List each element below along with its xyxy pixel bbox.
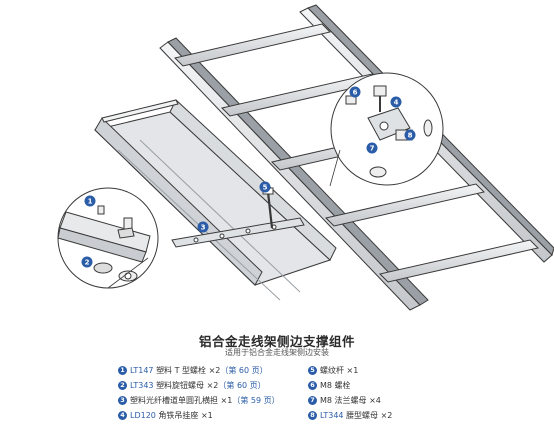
callout-badge-4: 4 — [390, 96, 402, 108]
part-number-badge: 1 — [118, 366, 127, 375]
part-name: 腰型螺母 ×2 — [346, 411, 393, 420]
part-number-badge: 7 — [308, 396, 317, 405]
part-name: 塑料光纤槽道单圆孔横担 ×1 — [130, 396, 233, 405]
callout-badge-8: 8 — [404, 129, 416, 141]
assembly-illustration: 1 2 3 4 5 6 7 8 — [57, 4, 554, 311]
diagram-title: 铝合金走线架侧边支撑组件 — [198, 334, 355, 349]
part-name: 螺纹杆 ×1 — [320, 366, 359, 375]
part-number-badge: 6 — [308, 381, 317, 390]
callout-number: 4 — [394, 99, 399, 107]
callout-number: 3 — [201, 224, 206, 232]
part-code: LT344 — [320, 411, 344, 420]
callout-number: 7 — [370, 145, 375, 153]
part-code: LD120 — [130, 411, 156, 420]
part-name: 塑料 T 型螺栓 ×2 — [156, 366, 221, 375]
callout-badge-1: 1 — [84, 195, 96, 207]
callout-number: 8 — [408, 132, 413, 140]
part-number-badge: 8 — [308, 411, 317, 420]
part-number-badge: 3 — [118, 396, 127, 405]
part-number-badge: 4 — [118, 411, 127, 420]
callout-number: 5 — [263, 184, 268, 192]
page-reference: （第 60 页） — [220, 366, 268, 375]
callout-badge-3: 3 — [197, 221, 209, 233]
part-name: M8 法兰螺母 ×4 — [320, 396, 381, 405]
part-number-badge: 2 — [118, 381, 127, 390]
callout-badge-7: 7 — [366, 142, 378, 154]
callout-number: 2 — [85, 259, 90, 267]
part-number-badge: 5 — [308, 366, 317, 375]
callout-number: 6 — [353, 89, 358, 97]
diagram-subtitle: 适用于铝合金走线架侧边安装 — [225, 348, 329, 357]
callout-badge-5: 5 — [259, 181, 271, 193]
part-code: LT343 — [130, 381, 154, 390]
part-name: 角铁吊挂座 ×1 — [158, 411, 213, 420]
callout-badge-6: 6 — [349, 86, 361, 98]
page-reference: （第 59 页） — [232, 396, 280, 405]
callout-number: 1 — [88, 198, 93, 206]
page-reference: （第 60 页） — [218, 381, 266, 390]
fiber-trough — [93, 99, 337, 301]
part-code: LT147 — [130, 366, 154, 375]
detail-circle-right — [329, 72, 444, 187]
part-name: 塑料旋钮螺母 ×2 — [156, 381, 219, 390]
detail-circle-left — [57, 187, 159, 289]
callout-badge-2: 2 — [81, 256, 93, 268]
part-name: M8 螺栓 — [320, 381, 351, 390]
